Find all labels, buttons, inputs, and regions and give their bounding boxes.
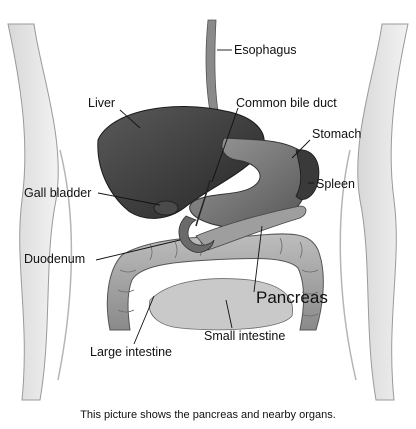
label-esophagus: Esophagus xyxy=(234,43,297,57)
label-spleen: Spleen xyxy=(316,177,355,191)
leader-large-intestine xyxy=(134,296,154,344)
label-small-intestine: Small intestine xyxy=(204,329,285,343)
body-outline-left xyxy=(8,24,58,400)
figure-caption: This picture shows the pancreas and near… xyxy=(0,409,416,421)
label-gall-bladder: Gall bladder xyxy=(24,186,91,200)
label-pancreas: Pancreas xyxy=(256,288,328,307)
label-liver: Liver xyxy=(88,96,115,110)
body-outline-right xyxy=(358,24,408,400)
gall-bladder-shape xyxy=(154,201,178,215)
label-duodenum: Duodenum xyxy=(24,252,85,266)
label-stomach: Stomach xyxy=(312,127,361,141)
label-large-intestine: Large intestine xyxy=(90,345,172,359)
label-common-bile-duct: Common bile duct xyxy=(236,96,337,110)
